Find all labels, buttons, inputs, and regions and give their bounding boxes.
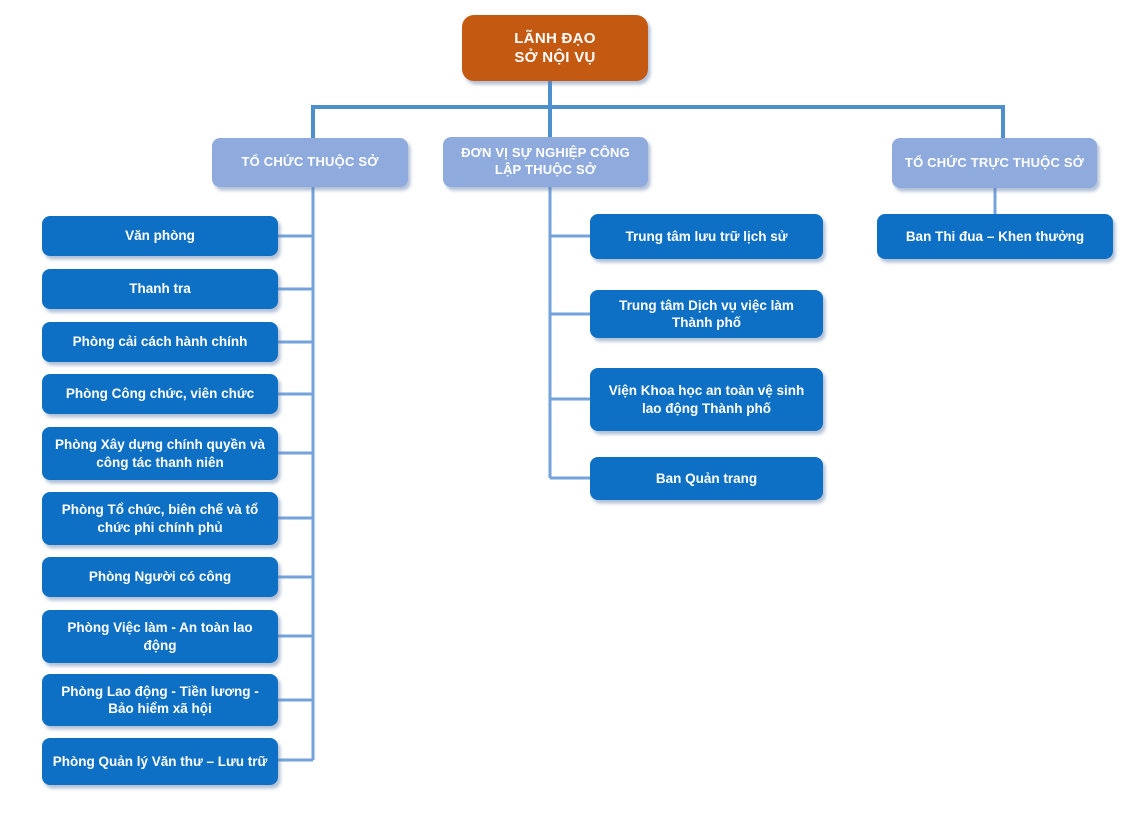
org-node: Phòng Xây dựng chính quyền và công tác t… (42, 427, 278, 480)
org-node: Phòng Lao động - Tiền lương - Bảo hiểm x… (42, 674, 278, 726)
org-node: Phòng cải cách hành chính (42, 322, 278, 362)
org-node: Trung tâm lưu trữ lịch sử (590, 214, 823, 259)
org-node: Phòng Việc làm - An toàn lao động (42, 610, 278, 663)
org-node: Thanh tra (42, 269, 278, 309)
org-node: Viện Khoa học an toàn vệ sinh lao động T… (590, 368, 823, 431)
org-node: Trung tâm Dịch vụ việc làm Thành phố (590, 290, 823, 338)
column-header-to-chuc-truc-thuoc-so: TỔ CHỨC TRỰC THUỘC SỞ (892, 138, 1097, 188)
org-node: Ban Thi đua – Khen thưởng (877, 214, 1113, 259)
column-header-to-chuc-thuoc-so: TỔ CHỨC THUỘC SỞ (212, 138, 408, 187)
org-node: Phòng Công chức, viên chức (42, 374, 278, 414)
column-header-don-vi-su-nghiep: ĐƠN VỊ SỰ NGHIỆP CÔNG LẬP THUỘC SỞ (443, 137, 648, 187)
org-node: Văn phòng (42, 216, 278, 256)
org-node: Phòng Người có công (42, 557, 278, 597)
org-node: Phòng Quản lý Văn thư – Lưu trữ (42, 738, 278, 785)
org-node: Phòng Tổ chức, biên chế và tổ chức phi c… (42, 492, 278, 545)
org-node-root: LÃNH ĐẠO SỞ NỘI VỤ (462, 15, 648, 81)
org-node: Ban Quản trang (590, 457, 823, 500)
